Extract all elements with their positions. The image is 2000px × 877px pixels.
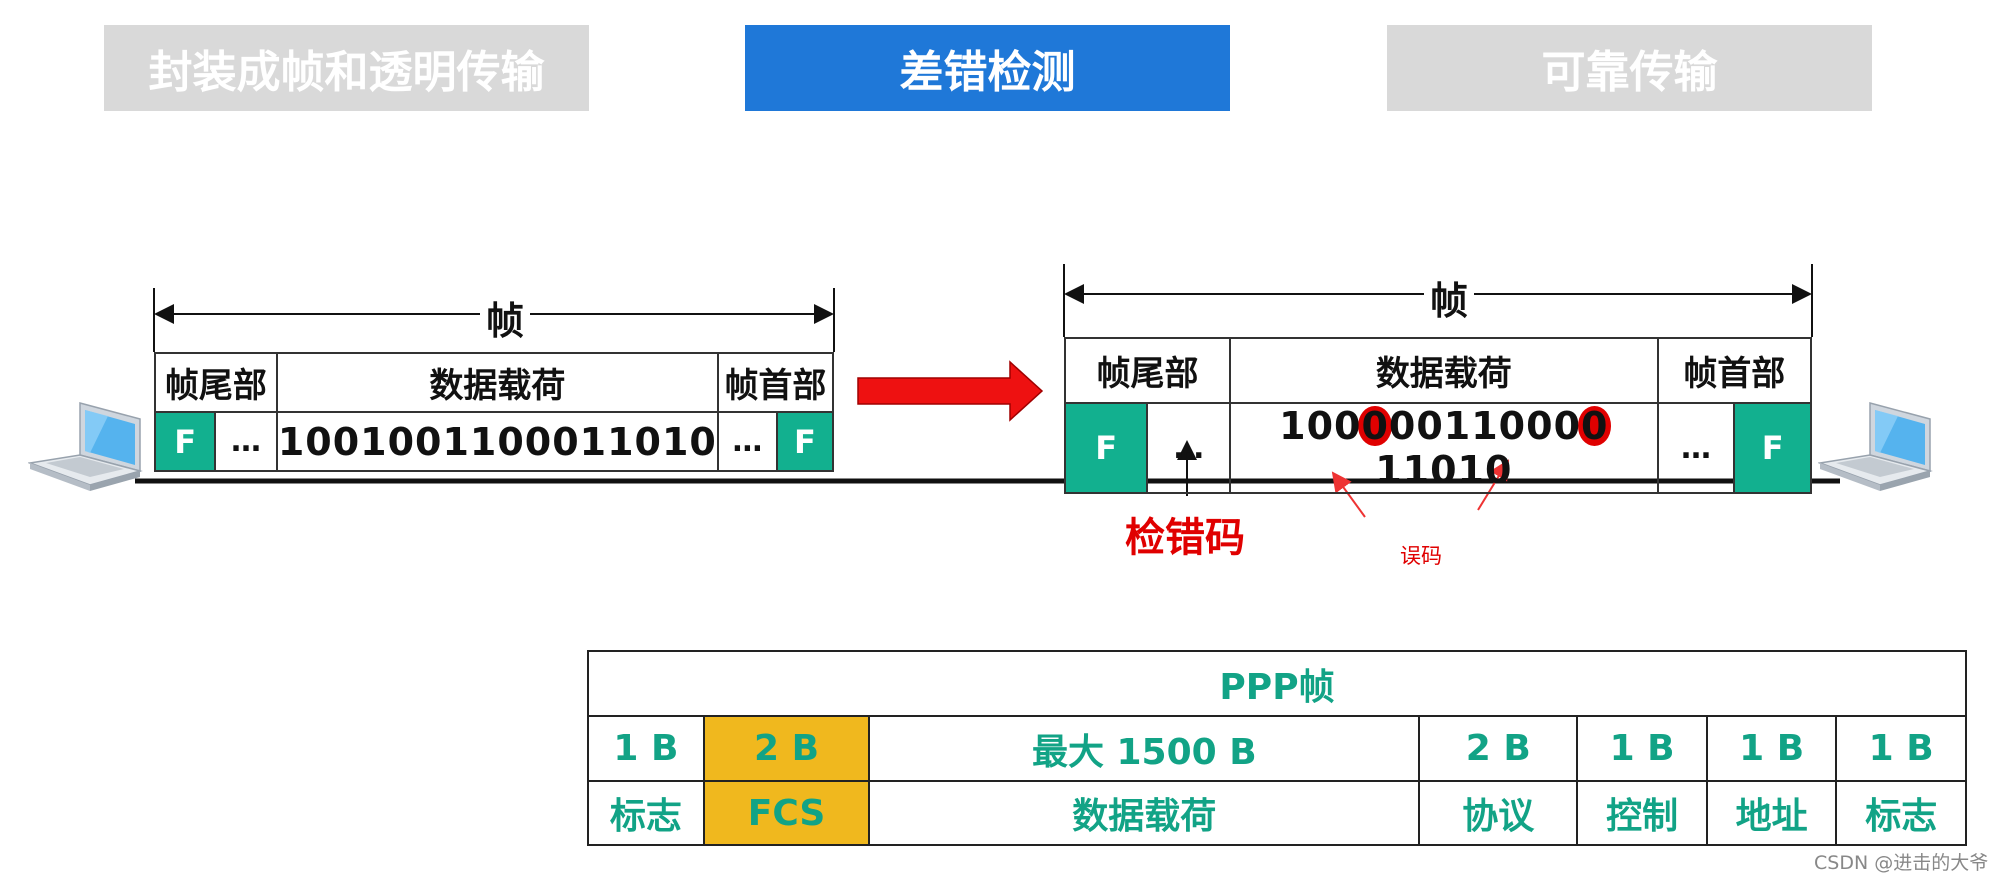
receiver-laptop-icon — [1818, 402, 1933, 491]
error-bit-2: 0 — [1577, 404, 1612, 448]
ppp-field-fcs: FCS — [702, 780, 871, 846]
right-frame-flag-head: F — [1733, 402, 1812, 494]
right-frame-dots-head: … — [1656, 402, 1736, 494]
right-frame-head-header: 帧首部 — [1656, 337, 1813, 404]
left-frame-payload-header: 数据载荷 — [275, 352, 719, 413]
ppp-frame-title: PPP帧 — [587, 650, 1967, 717]
right-frame-flag-tail: F — [1063, 402, 1149, 494]
right-frame: 帧尾部 数据载荷 帧首部 F … 10000011000011010 … F — [1063, 337, 1813, 494]
left-frame-dots-tail: … — [214, 411, 278, 472]
ppp-size-address: 1 B — [1705, 715, 1838, 782]
ppp-size-control: 1 B — [1576, 715, 1708, 782]
bits-segment: 0011000 — [1388, 404, 1582, 448]
ppp-frame-table: PPP帧 1 B 2 B 最大 1500 B 2 B 1 B 1 B 1 B 标… — [587, 650, 1967, 846]
left-frame-span-label: 帧 — [480, 290, 531, 345]
right-frame-tail-header: 帧尾部 — [1064, 337, 1231, 404]
left-frame-head-header: 帧首部 — [716, 352, 835, 413]
left-frame-flag-tail: F — [153, 411, 217, 472]
bits-segment: 100 — [1279, 404, 1362, 448]
tab-framing[interactable]: 封装成帧和透明传输 — [104, 25, 589, 111]
left-frame-flag-head: F — [775, 411, 835, 472]
left-frame-bits: 1001001100011010 — [275, 411, 719, 472]
checksum-label: 检错码 — [1125, 515, 1245, 561]
right-frame-bits: 10000011000011010 — [1229, 402, 1659, 494]
ppp-size-payload: 最大 1500 B — [868, 715, 1421, 782]
left-frame-dots-head: … — [716, 411, 778, 472]
ppp-size-flag-start: 1 B — [587, 715, 705, 782]
error-bit-1: 0 — [1358, 404, 1393, 448]
left-frame: 帧尾部 数据载荷 帧首部 F … 1001001100011010 … F — [153, 352, 835, 472]
ppp-field-protocol: 协议 — [1418, 780, 1579, 846]
right-frame-span-label: 帧 — [1424, 270, 1475, 325]
ppp-field-flag-start: 标志 — [587, 780, 705, 846]
right-frame-dots-tail: … — [1146, 402, 1231, 494]
ppp-size-protocol: 2 B — [1418, 715, 1579, 782]
right-frame-payload-header: 数据载荷 — [1229, 337, 1659, 404]
ppp-field-payload: 数据载荷 — [868, 780, 1421, 846]
ppp-field-address: 地址 — [1705, 780, 1838, 846]
watermark: CSDN @进击的大爷 — [1814, 852, 1989, 874]
ppp-field-flag-end: 标志 — [1835, 780, 1967, 846]
tab-reliable-transmission[interactable]: 可靠传输 — [1387, 25, 1872, 111]
error-bit-label: 误码 — [1400, 544, 1442, 568]
sender-laptop-icon — [28, 402, 143, 491]
tab-error-detection[interactable]: 差错检测 — [745, 25, 1230, 111]
ppp-field-control: 控制 — [1576, 780, 1708, 846]
left-frame-tail-header: 帧尾部 — [154, 352, 278, 413]
transfer-arrow — [857, 360, 1044, 422]
ppp-size-flag-end: 1 B — [1835, 715, 1967, 782]
bits-segment: 11010 — [1375, 448, 1513, 492]
ppp-size-fcs: 2 B — [702, 715, 871, 782]
